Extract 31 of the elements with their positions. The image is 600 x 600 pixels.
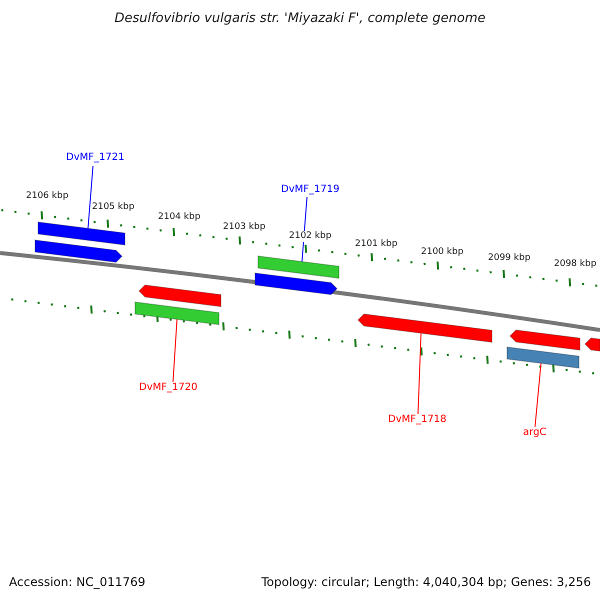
leader-line bbox=[172, 318, 178, 382]
leader-line bbox=[418, 332, 422, 414]
scale-label: 2101 kbp bbox=[355, 239, 398, 250]
gene-label: DvMF_1719 bbox=[281, 185, 340, 195]
gene-feature bbox=[584, 337, 600, 352]
gene-feature bbox=[34, 239, 123, 263]
gene-label: DvMF_1718 bbox=[388, 415, 446, 425]
gene-feature bbox=[38, 221, 126, 246]
gene-feature bbox=[254, 272, 338, 296]
scale-label: 2100 kbp bbox=[421, 247, 464, 258]
gene-label: DvMF_1721 bbox=[66, 153, 124, 163]
scale-label: 2105 kbp bbox=[92, 202, 134, 213]
scale-label: 2103 kbp bbox=[223, 222, 266, 233]
gene-feature bbox=[258, 255, 340, 279]
scale-label: 2098 kbp bbox=[554, 259, 596, 270]
diagram-title: Desulfovibrio vulgaris str. 'Miyazaki F', complete genome bbox=[113, 12, 487, 25]
scale-label: 2104 kbp bbox=[158, 212, 200, 223]
gene-feature bbox=[357, 313, 492, 343]
gene-feature bbox=[134, 301, 220, 326]
scale-label: 2102 kbp bbox=[289, 231, 332, 242]
scale-label: 2099 kbp bbox=[488, 253, 530, 264]
accession-label: Accession: NC_011769 bbox=[9, 576, 146, 588]
gene-feature bbox=[138, 284, 222, 308]
leader-line bbox=[88, 166, 94, 229]
gene-feature bbox=[509, 329, 580, 351]
scale-label: 2106 kbp bbox=[26, 191, 68, 202]
gene-feature bbox=[506, 346, 580, 369]
gene-label: DvMF_1720 bbox=[139, 383, 198, 393]
genome-info: Topology: circular; Length: 4,040,304 bp; Genes: 3,256 bbox=[261, 576, 591, 588]
leader-line bbox=[534, 362, 542, 428]
gene-label: argC bbox=[523, 428, 546, 438]
